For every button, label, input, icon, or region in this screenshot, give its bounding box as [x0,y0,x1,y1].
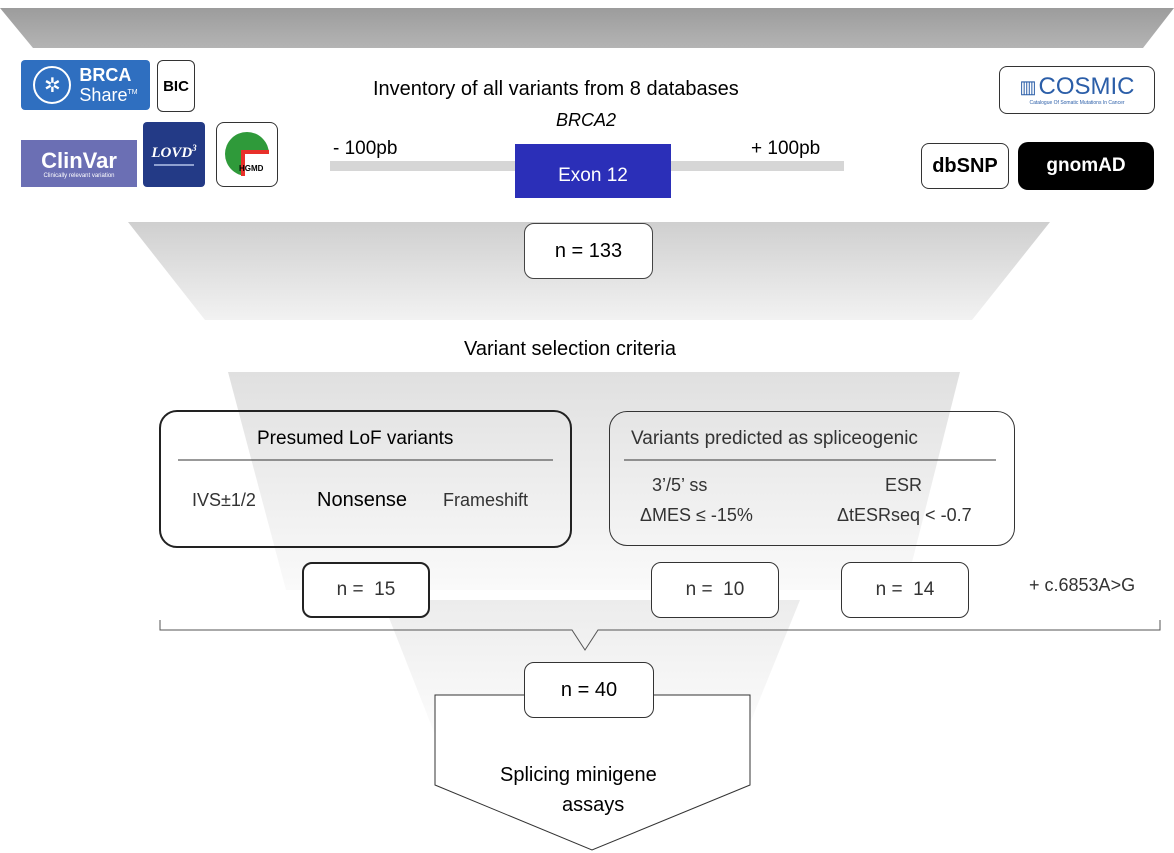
splice-title: Variants predicted as spliceogenic [631,428,918,449]
dbsnp-label: dbSNP [932,154,998,177]
splice-ss-line1: 3’/5’ ss [652,475,708,495]
funnel-top-band [0,8,1174,48]
splice-site-count-box: n = 10 [651,562,779,618]
esr-count: n = 14 [875,579,935,600]
lovd-label: LOVD [151,145,193,161]
hgmd-emblem: HGMD [223,130,271,180]
exon-label: Exon 12 [558,165,628,186]
bic-label: BIC [163,77,189,95]
lof-count-box: n = 15 [302,562,430,618]
selected-count: n = 40 [560,678,618,701]
gene-name: BRCA2 [556,110,617,130]
lof-item-frameshift: Frameshift [443,490,529,510]
splice-ss-line2: ΔMES ≤ -15% [640,505,753,525]
lof-count: n = 15 [336,579,396,600]
lovd-sup: 3 [192,143,197,153]
extra-variant: + c.6853A>G [1029,575,1136,595]
brca-share-icon: ✲ [33,66,72,104]
clinvar-label: ClinVar [41,147,117,173]
cosmic-logo: ▥ COSMIC Catalogue Of Somatic Mutations … [999,66,1155,114]
gnomad-logo: gnomAD [1018,142,1154,190]
merge-bracket [159,620,1161,651]
splice-esr-line1: ESR [885,475,923,495]
databases-header: Inventory of all variants from 8 databas… [373,78,739,100]
bic-logo: BIC [157,60,195,112]
esr-count-box: n = 14 [841,562,969,618]
funnel-section-2 [228,372,960,590]
lof-box [159,410,572,548]
splice-box [609,411,1015,546]
criteria-title: Variant selection criteria [464,338,676,360]
cosmic-tagline: Catalogue Of Somatic Mutations In Cancer [1029,100,1125,106]
dbsnp-logo: dbSNP [921,143,1009,189]
hgmd-logo: HGMD [216,122,278,187]
total-count-box: n = 133 [524,223,653,279]
lovd-tagline-bar [154,164,194,166]
lof-item-nonsense: Nonsense [317,489,408,511]
clinvar-logo: ClinVar Clinically relevant variation [21,140,137,187]
assay-line2: assays [562,794,625,816]
hgmd-label: HGMD [239,163,264,173]
cosmic-label: COSMIC [1038,73,1135,100]
brca-share-line2: Share [79,85,128,105]
gnomad-label: gnomAD [1046,155,1126,176]
total-count: n = 133 [554,239,623,262]
brca-share-line1: BRCA [79,65,132,85]
brca-share-logo: ✲ BRCA ShareTM [21,60,150,110]
cosmic-icon: ▥ [1019,76,1037,97]
exon-box: Exon 12 [515,144,671,198]
assay-line1: Splicing minigene [500,764,657,786]
left-flank-label: - 100pb [333,138,398,159]
splice-esr-line2: ΔtESRseq < -0.7 [837,505,972,525]
splice-site-count: n = 10 [685,579,745,600]
right-flank-label: + 100pb [751,138,821,159]
lovd-logo: LOVD3 [143,122,205,187]
lof-item-ivs: IVS±1/2 [192,490,256,510]
clinvar-tagline: Clinically relevant variation [43,172,115,179]
selected-count-box: n = 40 [524,662,654,718]
brca-share-tm: TM [127,89,138,96]
assay-pentagon [434,694,751,851]
lof-title: Presumed LoF variants [257,428,454,449]
